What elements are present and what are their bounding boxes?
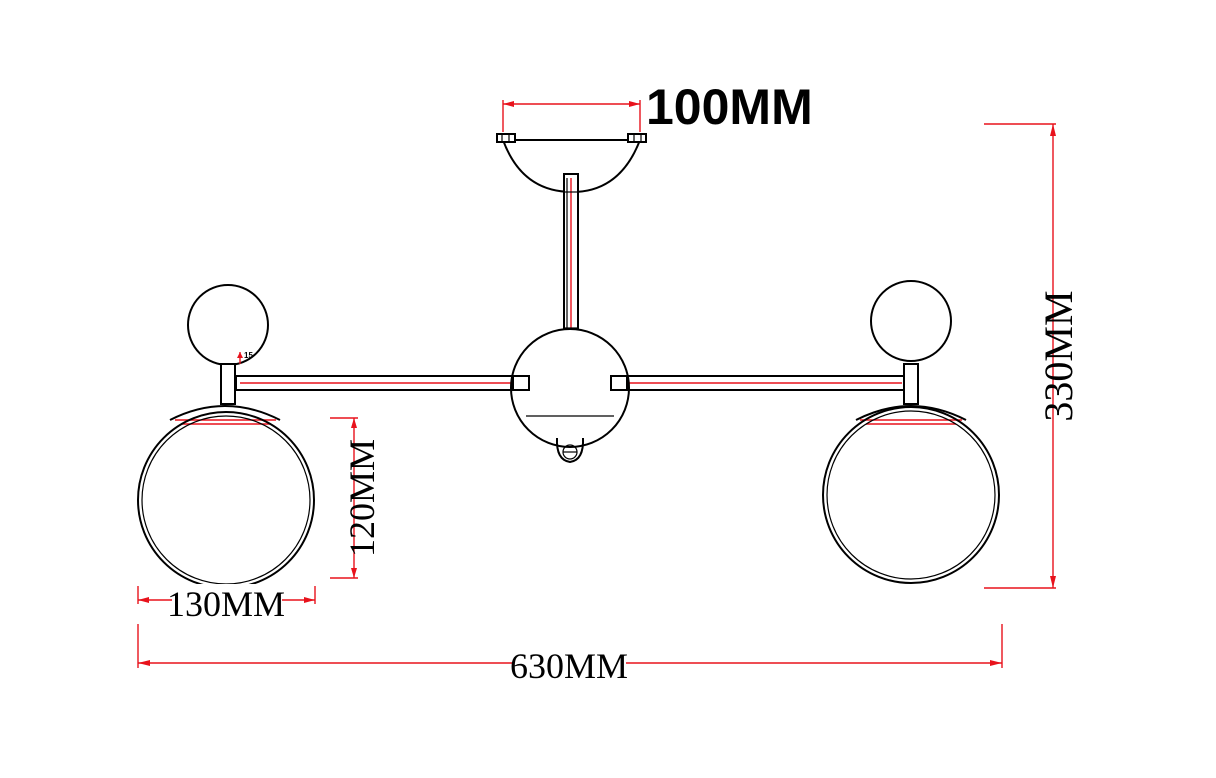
globe-width-label: 130MM	[167, 584, 285, 624]
dimension-total-height: 330MM	[984, 123, 1081, 589]
down-rod	[563, 173, 579, 347]
right-arm	[621, 375, 907, 391]
left-large-globe	[137, 411, 315, 589]
right-small-globe	[870, 280, 952, 362]
canopy-width-label: 100MM	[646, 79, 813, 135]
dimension-globe-width: 130MM	[137, 584, 316, 624]
left-small-globe	[187, 284, 269, 366]
small-dimension-label: 15	[244, 351, 253, 360]
dimension-total-width: 630MM	[137, 624, 1003, 686]
left-bulb-assembly: 15	[137, 284, 315, 589]
dimension-canopy-width: 100MM	[502, 79, 813, 135]
canopy-screw-right	[627, 133, 647, 143]
total-width-label: 630MM	[510, 646, 628, 686]
right-bulb-assembly	[822, 280, 1000, 584]
total-height-label: 330MM	[1036, 290, 1081, 421]
left-arm	[235, 375, 517, 391]
right-large-globe	[822, 406, 1000, 584]
dimension-globe-height: 120MM	[330, 417, 382, 579]
globe-height-label: 120MM	[342, 439, 382, 557]
central-hub	[510, 328, 630, 464]
canopy-screw-left	[496, 133, 516, 143]
